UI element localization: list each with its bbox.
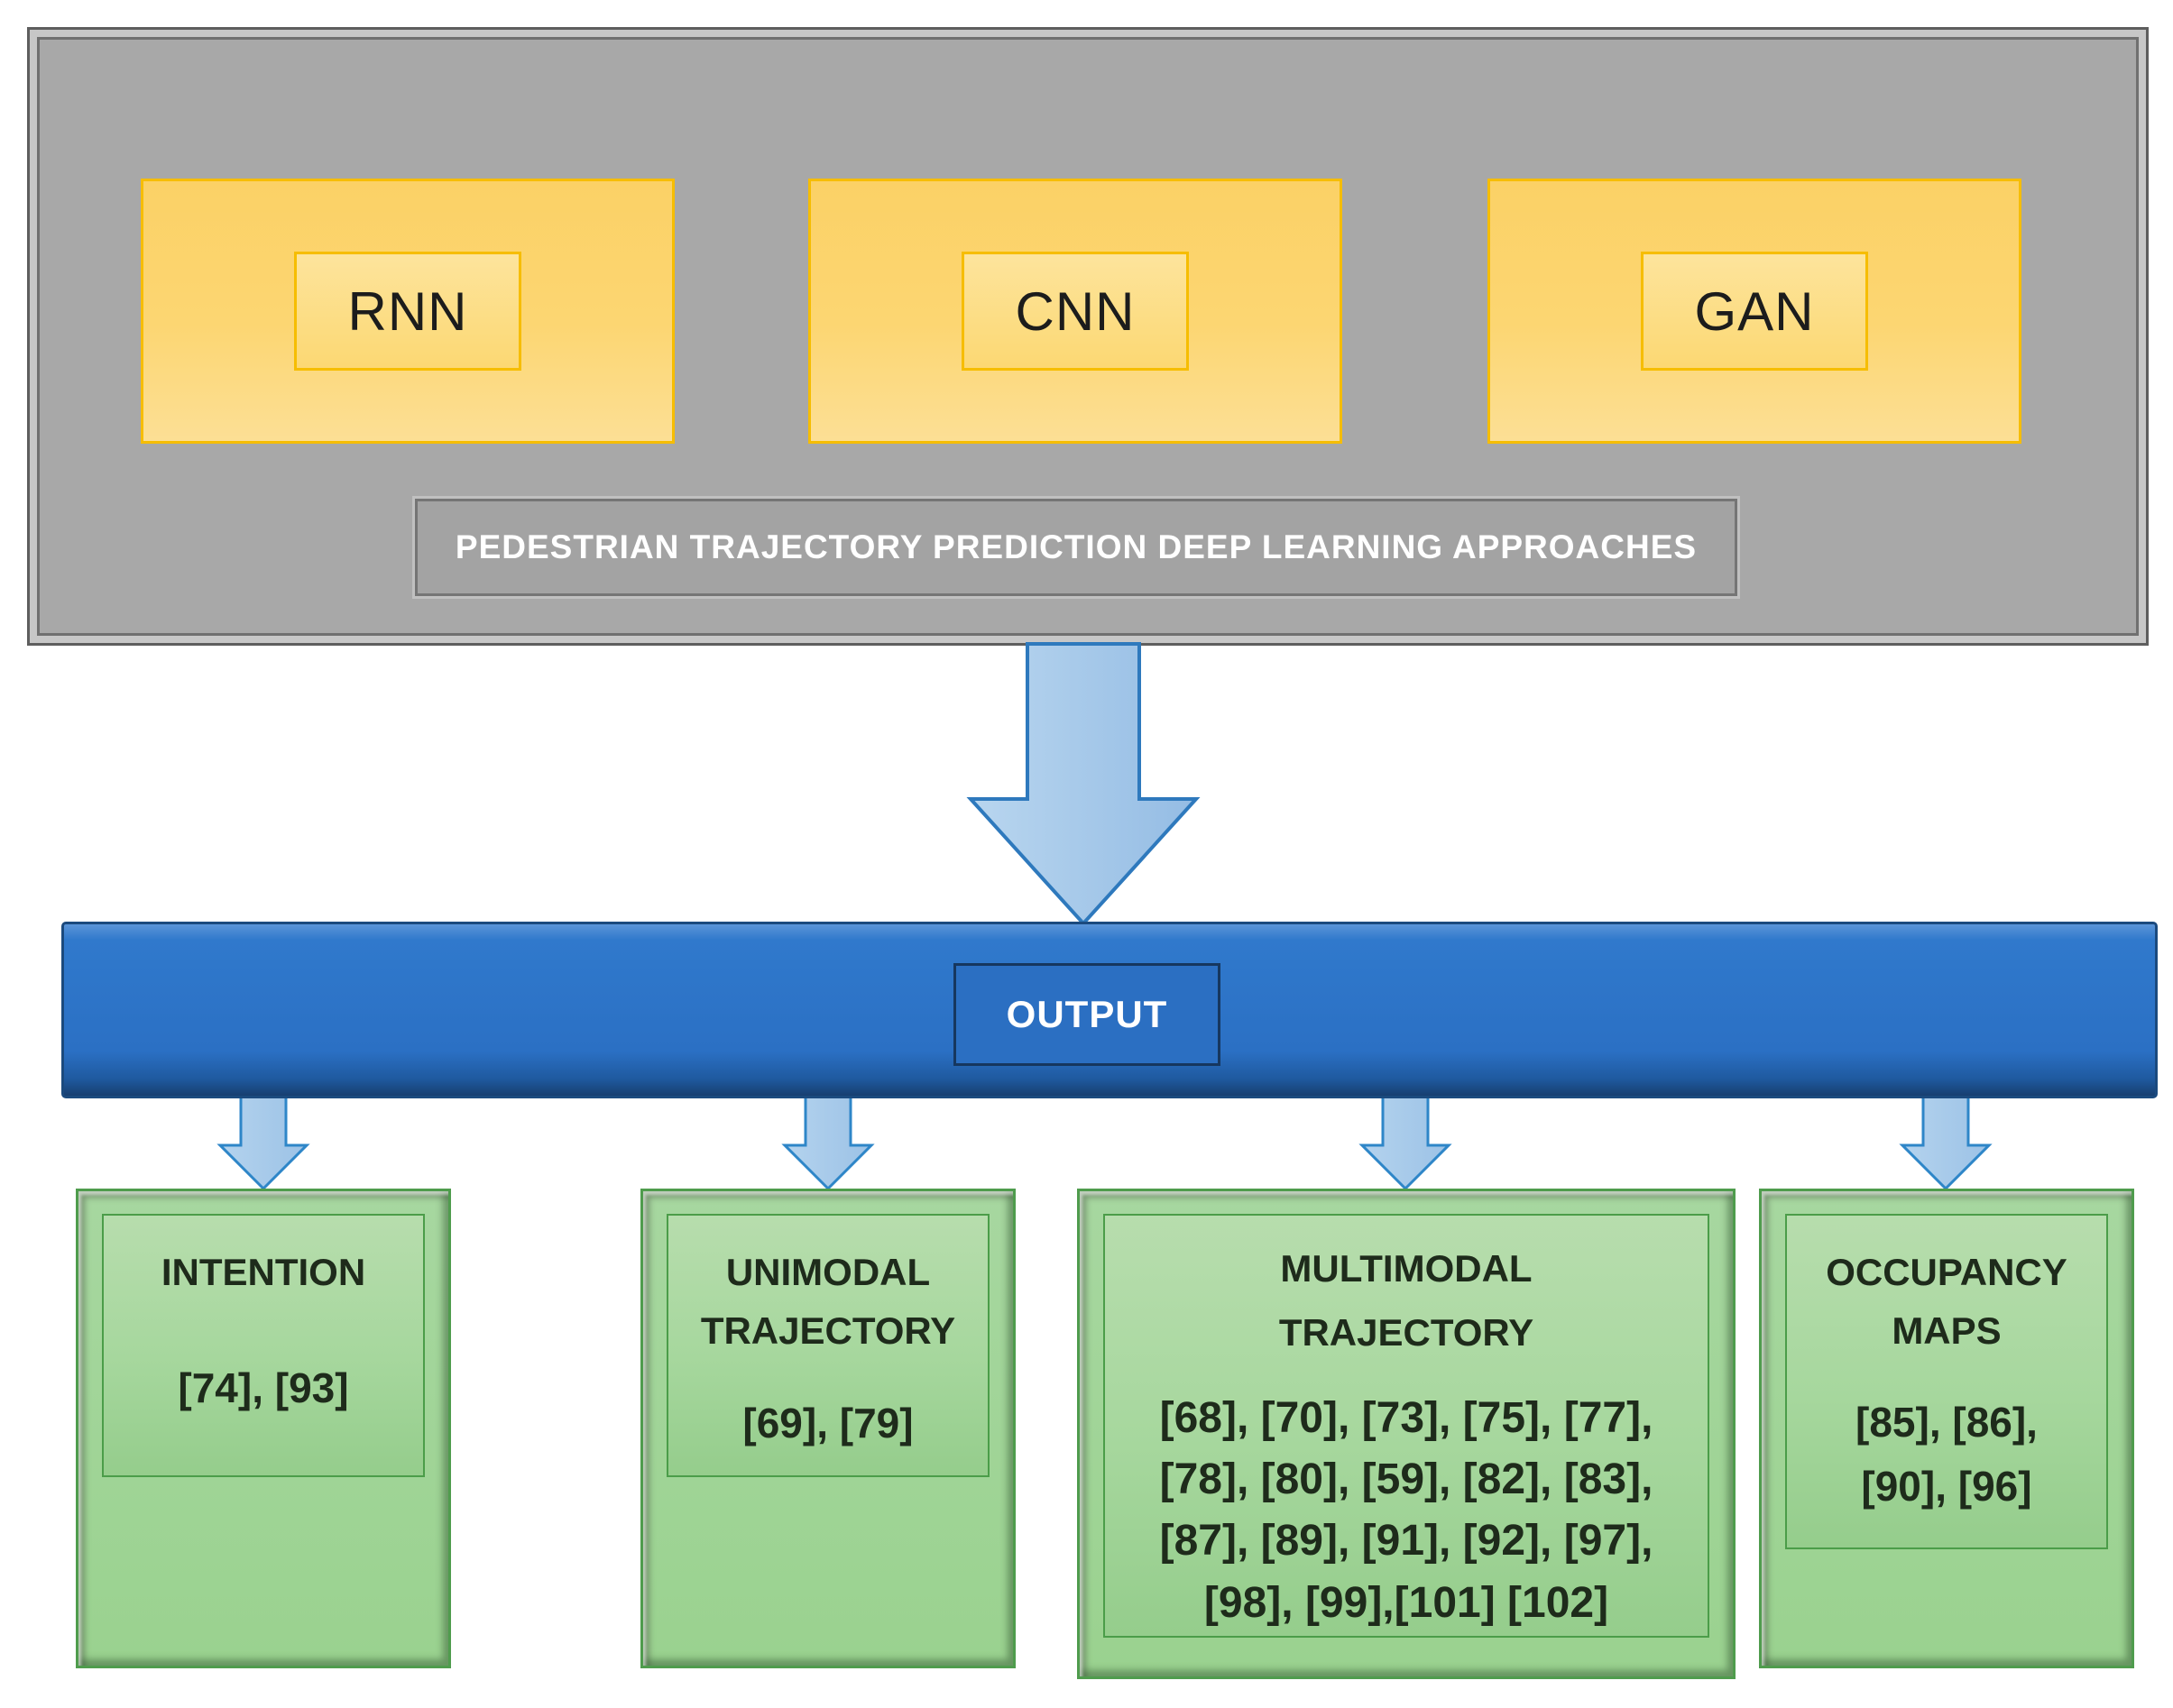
branch-box-intention: INTENTION [74], [93] (76, 1189, 451, 1668)
branch-box-unimodal-trajectory: UNIMODAL TRAJECTORY [69], [79] (640, 1189, 1016, 1668)
branch-refs: [74], [93] (178, 1364, 349, 1412)
output-label: OUTPUT (1006, 993, 1168, 1035)
method-box-rnn: RNN (141, 179, 675, 444)
method-box-cnn: CNN (808, 179, 1342, 444)
branch-panel-unimodal-trajectory: UNIMODAL TRAJECTORY [69], [79] (667, 1214, 990, 1477)
method-label-text: CNN (1015, 280, 1136, 342)
method-label-text: RNN (347, 280, 468, 342)
method-label-text: GAN (1694, 280, 1815, 342)
branch-panel-multimodal-trajectory: MULTIMODAL TRAJECTORY [68], [70], [73], … (1103, 1214, 1709, 1638)
approaches-caption-bar: PEDESTRIAN TRAJECTORY PREDICTION DEEP LE… (415, 499, 1737, 596)
output-label-box: OUTPUT (953, 963, 1220, 1066)
main-down-arrow-icon (966, 642, 1201, 926)
branch-box-multimodal-trajectory: MULTIMODAL TRAJECTORY [68], [70], [73], … (1077, 1189, 1736, 1679)
method-box-gan: GAN (1487, 179, 2021, 444)
branch-refs: [85], [86], [90], [96] (1855, 1399, 2038, 1511)
approaches-caption: PEDESTRIAN TRAJECTORY PREDICTION DEEP LE… (455, 528, 1698, 565)
method-label-cnn: CNN (962, 252, 1189, 371)
branch-title: INTENTION (161, 1251, 366, 1293)
branch-panel-intention: INTENTION [74], [93] (102, 1214, 425, 1477)
branch-down-arrow-icon-2 (781, 1093, 875, 1191)
method-label-rnn: RNN (294, 252, 521, 371)
branch-down-arrow-icon-4 (1899, 1093, 1993, 1191)
method-label-gan: GAN (1641, 252, 1868, 371)
output-bar: OUTPUT (61, 922, 2158, 1098)
branch-title: OCCUPANCY MAPS (1826, 1251, 2067, 1353)
branch-box-occupancy-maps: OCCUPANCY MAPS [85], [86], [90], [96] (1759, 1189, 2134, 1668)
branch-refs: [68], [70], [73], [75], [77], [78], [80]… (1159, 1394, 1653, 1627)
branch-down-arrow-icon-1 (216, 1093, 310, 1191)
branch-down-arrow-icon-3 (1358, 1093, 1452, 1191)
branch-title: MULTIMODAL TRAJECTORY (1278, 1247, 1534, 1354)
deep-learning-approaches-panel: RNN CNN GAN PEDESTRIAN TRAJECTORY PREDIC… (27, 27, 2149, 646)
branch-panel-occupancy-maps: OCCUPANCY MAPS [85], [86], [90], [96] (1785, 1214, 2108, 1549)
branch-refs: [69], [79] (742, 1400, 914, 1447)
branch-title: UNIMODAL TRAJECTORY (700, 1251, 956, 1353)
